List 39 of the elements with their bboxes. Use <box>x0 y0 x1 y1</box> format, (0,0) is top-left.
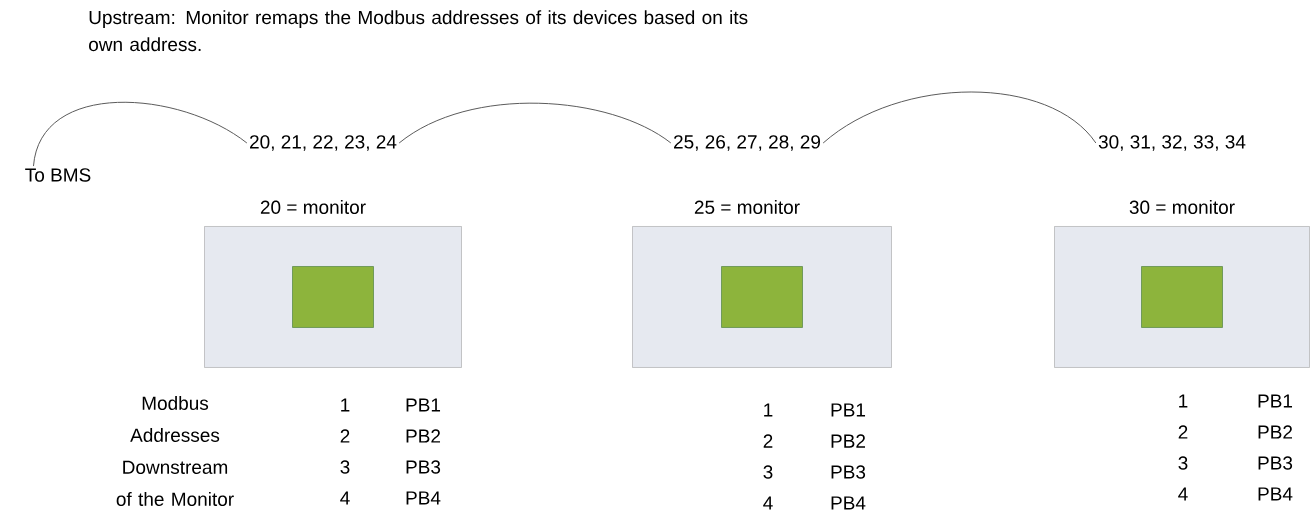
device-name: PB4 <box>406 491 441 505</box>
address-text: 20, 21, 22, 23, 24 <box>250 135 397 151</box>
address-number: 3 <box>763 465 773 479</box>
device-name: PB1 <box>406 398 441 412</box>
screen-box <box>721 266 803 328</box>
monitor-heading: 30 = monitor <box>1129 200 1235 214</box>
address-number: 4 <box>1178 487 1188 501</box>
device-name: PB4 <box>831 496 866 510</box>
address-number: 4 <box>340 491 350 505</box>
device-name: PB1 <box>1258 394 1292 408</box>
monitor-heading: 25 = monitor <box>694 200 800 214</box>
address-text: 30, 31, 32, 33, 34 <box>1098 135 1246 151</box>
screen-box <box>1141 266 1223 328</box>
address-text: To BMS <box>25 168 91 182</box>
address-number: 2 <box>340 429 350 443</box>
cable-line <box>822 91 1097 144</box>
side-note: Modbus Addresses Downstream of the Monitor <box>116 396 234 506</box>
device-name: PB4 <box>1258 487 1293 501</box>
address-number: 1 <box>341 398 350 412</box>
address-number: 1 <box>764 403 773 417</box>
address-number: 2 <box>1178 425 1188 439</box>
title-text: Upstream: Monitor remaps the Modbus addresses of its devices based on its own address. <box>89 10 748 52</box>
screen-box <box>292 266 374 328</box>
device-name: PB1 <box>831 403 865 417</box>
address-number: 3 <box>1178 456 1188 470</box>
address-text: 25, 26, 27, 28, 29 <box>674 135 821 151</box>
device-name: PB3 <box>406 460 441 474</box>
device-name: PB2 <box>406 429 440 443</box>
cable-line <box>33 101 248 167</box>
device-name: PB3 <box>831 465 866 479</box>
device-name: PB3 <box>1258 456 1293 470</box>
monitor-heading: 20 = monitor <box>260 200 366 214</box>
device-name: PB2 <box>831 434 865 448</box>
cable-line <box>398 102 672 144</box>
address-number: 2 <box>763 434 773 448</box>
address-number: 1 <box>1179 394 1188 408</box>
device-name: PB2 <box>1258 425 1292 439</box>
address-number: 4 <box>763 496 773 510</box>
address-number: 3 <box>340 460 350 474</box>
